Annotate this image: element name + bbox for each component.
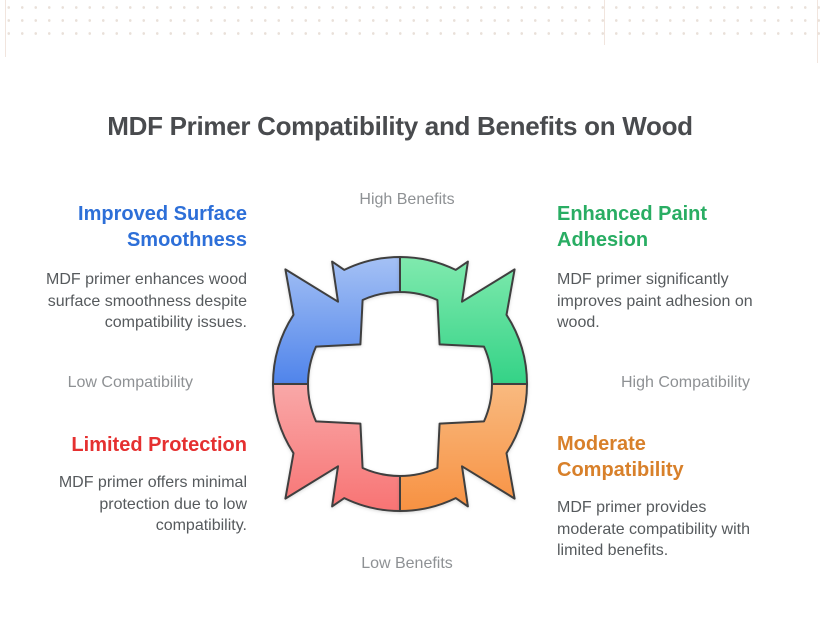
- quadrant-top-right: Enhanced Paint Adhesion MDF primer signi…: [557, 201, 792, 334]
- quadrant-description: MDF primer offers minimal protection due…: [58, 474, 247, 534]
- segment-top-left-arrow: [272, 256, 401, 385]
- axis-label-high-compatibility: High Compatibility: [621, 374, 750, 391]
- axis-label-low-benefits: Low Benefits: [361, 555, 453, 572]
- quadrant-description: MDF primer significantly improves paint …: [557, 271, 753, 331]
- segment-bottom-right-arrow: [399, 383, 528, 512]
- quadrant-description: MDF primer enhances wood surface smoothn…: [46, 271, 247, 331]
- segment-bottom-left-arrow: [272, 383, 401, 512]
- quadrant-heading: Moderate Compatibility: [557, 433, 684, 481]
- decorative-dot-grid: [0, 0, 821, 45]
- quadrant-heading: Improved Surface Smoothness: [78, 203, 247, 251]
- quadrant-description: MDF primer provides moderate compatibili…: [557, 499, 750, 559]
- axis-label-high-benefits: High Benefits: [359, 191, 455, 208]
- quadrant-bottom-right: Moderate Compatibility MDF primer provid…: [557, 431, 792, 562]
- quadrant-heading: Limited Protection: [71, 434, 247, 456]
- page-title: MDF Primer Compatibility and Benefits on…: [107, 111, 693, 141]
- decorative-guide-line: [5, 0, 6, 57]
- segment-top-right-arrow: [399, 256, 528, 385]
- axis-label-low-compatibility: Low Compatibility: [67, 374, 193, 391]
- decorative-guide-line: [817, 0, 818, 63]
- quadrant-top-left: Improved Surface Smoothness MDF primer e…: [12, 201, 247, 334]
- quadrant-bottom-left: Limited Protection MDF primer offers min…: [12, 432, 247, 537]
- quadrant-heading: Enhanced Paint Adhesion: [557, 203, 708, 251]
- decorative-guide-line: [604, 0, 605, 45]
